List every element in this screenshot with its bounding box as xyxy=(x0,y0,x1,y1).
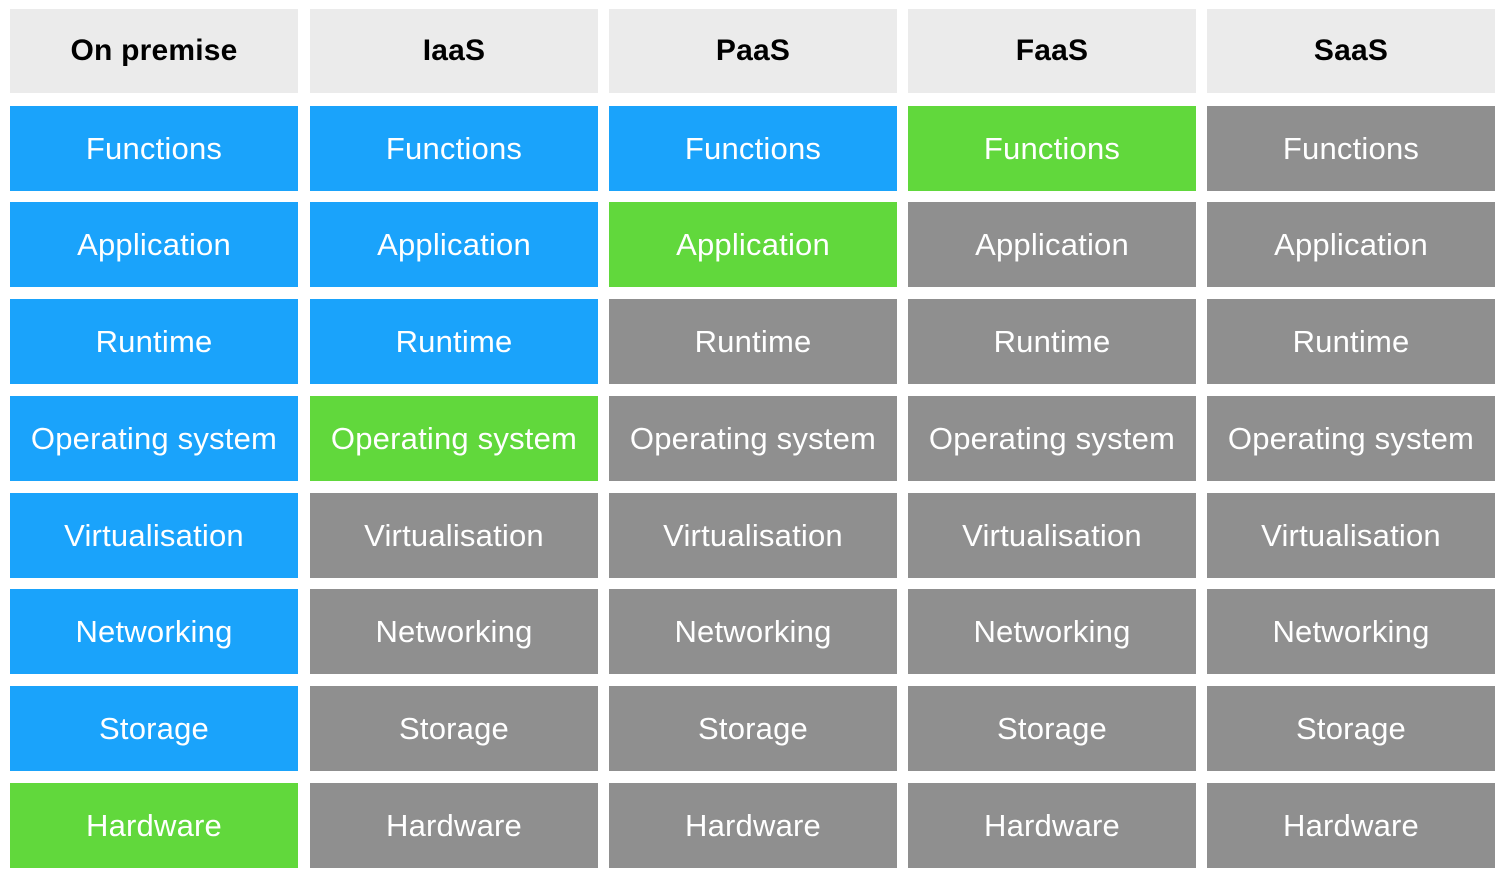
layer-cell-application: Application xyxy=(10,202,298,287)
layer-cell-operating-system: Operating system xyxy=(10,396,298,481)
layer-cell-functions: Functions xyxy=(908,106,1196,191)
layer-cell-hardware: Hardware xyxy=(310,783,598,868)
layer-cell-networking: Networking xyxy=(10,589,298,674)
layer-cell-networking: Networking xyxy=(609,589,897,674)
layer-cell-runtime: Runtime xyxy=(10,299,298,384)
layer-cell-storage: Storage xyxy=(10,686,298,771)
layer-cell-application: Application xyxy=(908,202,1196,287)
layer-cell-runtime: Runtime xyxy=(310,299,598,384)
layer-cell-networking: Networking xyxy=(1207,589,1495,674)
layer-cell-operating-system: Operating system xyxy=(1207,396,1495,481)
layer-cell-operating-system: Operating system xyxy=(609,396,897,481)
layer-cell-functions: Functions xyxy=(10,106,298,191)
layer-cell-hardware: Hardware xyxy=(609,783,897,868)
layer-cell-virtualisation: Virtualisation xyxy=(10,493,298,578)
layer-cell-runtime: Runtime xyxy=(908,299,1196,384)
layer-cell-virtualisation: Virtualisation xyxy=(908,493,1196,578)
column-header: PaaS xyxy=(609,9,897,93)
column-header: IaaS xyxy=(310,9,598,93)
layer-cell-hardware: Hardware xyxy=(10,783,298,868)
layer-cell-runtime: Runtime xyxy=(1207,299,1495,384)
layer-cell-hardware: Hardware xyxy=(908,783,1196,868)
layer-cell-storage: Storage xyxy=(310,686,598,771)
column-header: SaaS xyxy=(1207,9,1495,93)
layer-cell-operating-system: Operating system xyxy=(908,396,1196,481)
layer-cell-networking: Networking xyxy=(310,589,598,674)
layer-cell-functions: Functions xyxy=(1207,106,1495,191)
layer-cell-runtime: Runtime xyxy=(609,299,897,384)
layer-cell-virtualisation: Virtualisation xyxy=(310,493,598,578)
column-header: On premise xyxy=(10,9,298,93)
layer-cell-hardware: Hardware xyxy=(1207,783,1495,868)
layer-cell-application: Application xyxy=(609,202,897,287)
column-header: FaaS xyxy=(908,9,1196,93)
layer-cell-functions: Functions xyxy=(310,106,598,191)
layer-cell-application: Application xyxy=(1207,202,1495,287)
layer-cell-networking: Networking xyxy=(908,589,1196,674)
layer-cell-operating-system: Operating system xyxy=(310,396,598,481)
layer-cell-storage: Storage xyxy=(908,686,1196,771)
layer-cell-application: Application xyxy=(310,202,598,287)
layer-cell-storage: Storage xyxy=(1207,686,1495,771)
layer-cell-virtualisation: Virtualisation xyxy=(1207,493,1495,578)
layer-cell-virtualisation: Virtualisation xyxy=(609,493,897,578)
layer-cell-functions: Functions xyxy=(609,106,897,191)
layer-cell-storage: Storage xyxy=(609,686,897,771)
